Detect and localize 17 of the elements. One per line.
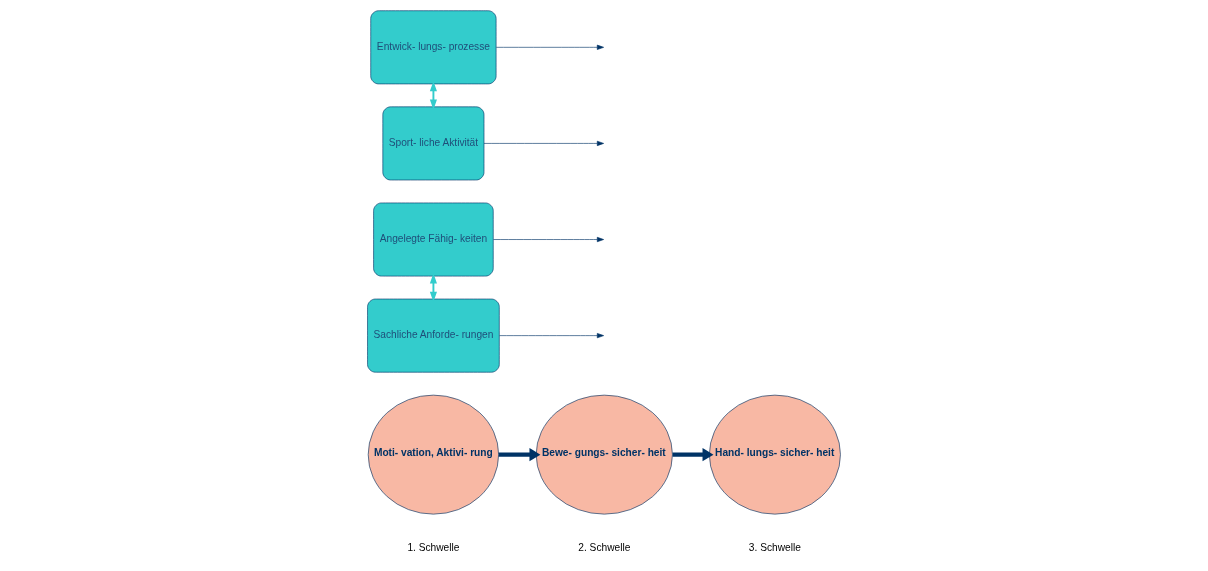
node-circle: Hand- lungs- sicher- heit	[709, 394, 841, 515]
label: 3. Schwelle	[748, 542, 801, 554]
arrow	[429, 81, 437, 110]
node-box: Sachliche Anforde- rungen	[367, 298, 500, 373]
label: 2. Schwelle	[578, 542, 631, 554]
arrow	[672, 447, 714, 462]
arrow	[483, 140, 604, 146]
arrow	[493, 236, 604, 243]
node-ellipse: Bewe- gungs- sicher- heit	[535, 394, 673, 515]
arrow	[499, 333, 604, 339]
arrow	[498, 447, 541, 462]
node-box: Entwick- lungs- prozesse	[370, 10, 497, 85]
arrow	[495, 44, 604, 50]
node-box: Sport- liche Aktivität	[382, 106, 485, 181]
node-circle: Moti- vation, Aktivi- rung	[367, 394, 499, 515]
label: 1. Schwelle	[407, 542, 460, 554]
node-box: Angelegte Fähig- keiten	[373, 202, 494, 277]
